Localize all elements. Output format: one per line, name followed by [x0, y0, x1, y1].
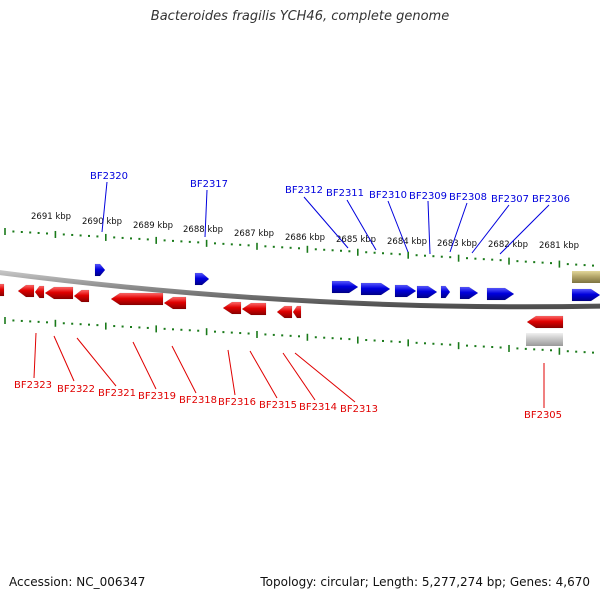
forward-gene-label: BF2312: [285, 185, 323, 196]
forward-gene-label: BF2311: [326, 188, 364, 199]
ruler-label: 2682 kbp: [488, 240, 528, 250]
reverse-gene-leader-line: [282, 352, 316, 401]
forward-gene-arrow: [94, 263, 106, 277]
reverse-gene-label: BF2305: [524, 410, 562, 421]
forward-gene-leader-line: [101, 181, 108, 233]
reverse-gene-arrow: [73, 289, 90, 303]
reverse-gene-label: BF2318: [179, 395, 217, 406]
forward-gene-arrow: [331, 280, 359, 294]
reverse-gene-leader-line: [171, 345, 197, 394]
genome-backbone: [0, 270, 600, 310]
ruler-label: 2681 kbp: [539, 241, 579, 251]
forward-gene-label: BF2309: [409, 191, 447, 202]
reverse-gene-leader-line: [294, 352, 356, 403]
reverse-gene-arrow: [17, 284, 35, 298]
feature-gray-bar: [526, 333, 563, 346]
forward-gene-arrow: [194, 272, 210, 286]
forward-gene-label: BF2306: [532, 194, 570, 205]
reverse-gene-leader-line: [76, 337, 117, 387]
forward-gene-leader-line: [204, 189, 208, 238]
reverse-gene-arrow: [110, 292, 164, 306]
forward-gene-arrow: [360, 282, 391, 296]
ruler-label: 2689 kbp: [133, 221, 173, 231]
forward-gene-leader-line: [499, 204, 550, 255]
reverse-gene-label: BF2322: [57, 384, 95, 395]
forward-gene-leader-line: [449, 202, 468, 253]
forward-gene-arrow: [440, 285, 451, 299]
reverse-gene-arrow: [44, 286, 74, 300]
forward-gene-leader-line: [346, 199, 377, 251]
forward-gene-label: BF2308: [449, 192, 487, 203]
ruler-label: 2687 kbp: [234, 229, 274, 239]
reverse-gene-arrow: [241, 302, 267, 316]
reverse-gene-leader-line: [33, 332, 37, 379]
ruler-label: 2688 kbp: [183, 225, 223, 235]
ruler-label: 2686 kbp: [285, 233, 325, 243]
feature-olive-bar: [572, 271, 600, 283]
forward-gene-arrow: [394, 284, 417, 298]
reverse-gene-arrow: [0, 283, 5, 297]
reverse-gene-arrow: [276, 305, 293, 319]
forward-gene-arrow: [416, 285, 438, 299]
reverse-gene-leader-line: [227, 349, 236, 396]
forward-gene-label: BF2320: [90, 171, 128, 182]
reverse-gene-leader-line: [132, 341, 157, 390]
forward-gene-leader-line: [303, 196, 349, 249]
reverse-gene-leader-line: [53, 335, 75, 382]
reverse-gene-leader-line: [249, 350, 278, 399]
reverse-gene-arrow: [163, 296, 187, 310]
forward-gene-label: BF2307: [491, 194, 529, 205]
reverse-gene-arrow: [292, 305, 302, 319]
forward-gene-arrow: [486, 287, 515, 301]
reverse-gene-label: BF2313: [340, 404, 378, 415]
reverse-gene-label: BF2321: [98, 388, 136, 399]
reverse-gene-label: BF2316: [218, 397, 256, 408]
ruler-label: 2691 kbp: [31, 212, 71, 222]
genome-summary: Topology: circular; Length: 5,277,274 bp…: [260, 575, 590, 589]
ruler-label: 2683 kbp: [437, 239, 477, 249]
reverse-gene-label: BF2315: [259, 400, 297, 411]
accession-label: Accession: NC_006347: [9, 575, 146, 589]
forward-gene-leader-line: [427, 200, 431, 255]
ruler-label: 2684 kbp: [387, 237, 427, 247]
reverse-gene-label: BF2314: [299, 402, 337, 413]
forward-gene-arrow: [571, 288, 600, 302]
ruler-label: 2690 kbp: [82, 217, 122, 227]
reverse-gene-label: BF2319: [138, 391, 176, 402]
reverse-gene-label: BF2323: [14, 380, 52, 391]
forward-gene-leader-line: [387, 200, 409, 253]
reverse-gene-arrow: [526, 315, 564, 329]
forward-gene-leader-line: [471, 204, 510, 254]
reverse-gene-arrow: [222, 301, 242, 315]
reverse-gene-arrow: [34, 285, 45, 299]
forward-gene-arrow: [459, 286, 479, 300]
ruler-label: 2685 kbp: [336, 235, 376, 245]
genome-title: Bacteroides fragilis YCH46, complete gen…: [150, 9, 450, 24]
forward-gene-label: BF2310: [369, 190, 407, 201]
forward-gene-label: BF2317: [190, 179, 228, 190]
